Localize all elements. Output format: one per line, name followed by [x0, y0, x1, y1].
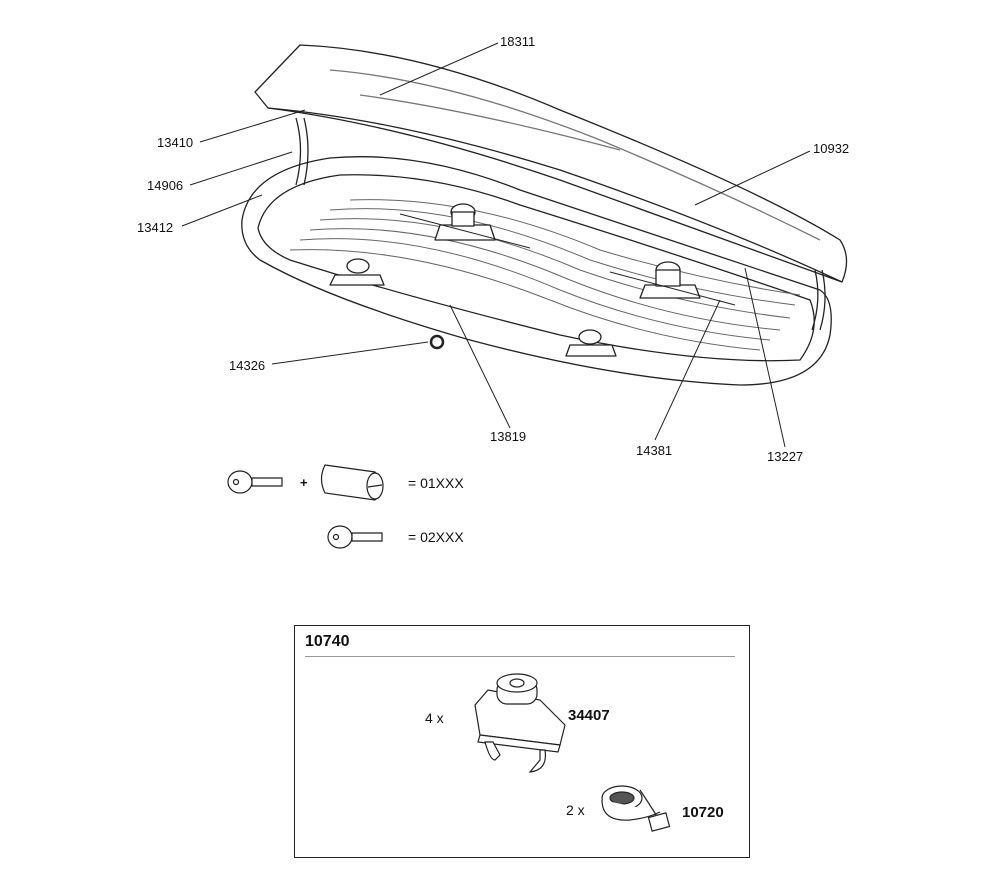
callout-14326: 14326 — [229, 358, 266, 373]
kit-parts — [474, 673, 671, 832]
callout-14381: 14381 — [636, 443, 673, 458]
lock-cylinder-icon — [320, 464, 384, 501]
callout-13410: 13410 — [157, 135, 194, 150]
qty-fitting: 4 x — [425, 710, 444, 726]
callout-18311: 18311 — [500, 34, 536, 49]
lid — [254, 44, 848, 283]
part-10720: 10720 — [682, 804, 724, 821]
box-base — [241, 156, 832, 386]
callout-13412: 13412 — [137, 220, 174, 235]
plus-sign: + — [300, 475, 308, 490]
kit-box: 10740 — [294, 625, 750, 858]
qty-strap: 2 x — [566, 802, 585, 818]
callout-14906: 14906 — [147, 178, 184, 193]
callout-13819: 13819 — [490, 429, 527, 444]
callout-10932: 10932 — [813, 141, 850, 156]
fitting-34407-icon — [474, 673, 566, 773]
strap-10720-icon — [601, 785, 671, 832]
key-only-code: = 02XXX — [408, 529, 464, 545]
key-icon — [327, 525, 383, 549]
kit-divider — [305, 656, 735, 657]
fitting — [434, 203, 496, 241]
part-34407: 34407 — [568, 707, 610, 724]
kit-number: 10740 — [305, 633, 350, 650]
lid-stay — [295, 117, 309, 186]
key-set-code: = 01XXX — [408, 475, 464, 491]
lock-icon — [429, 334, 445, 350]
key-icon — [227, 470, 283, 494]
callout-13227: 13227 — [767, 449, 804, 464]
